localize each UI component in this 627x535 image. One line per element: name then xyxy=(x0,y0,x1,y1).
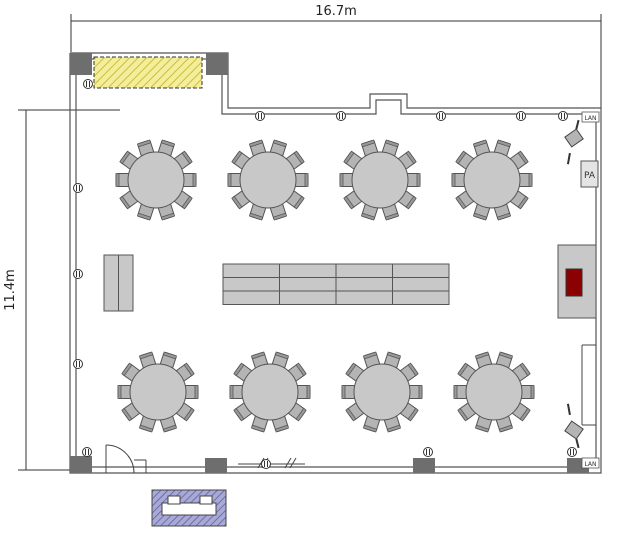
round-table-top xyxy=(465,363,523,421)
pillar-top-right-alcove xyxy=(206,53,228,75)
round-table-bottom-3 xyxy=(341,351,423,433)
outlet-icon xyxy=(567,447,577,457)
outlet-icon xyxy=(423,447,433,457)
long-table-cell xyxy=(335,277,393,292)
outlet-icon xyxy=(336,111,346,121)
round-table-top xyxy=(129,363,187,421)
entrance-mat xyxy=(151,489,227,527)
round-table-top-2 xyxy=(227,139,309,221)
long-table-cell xyxy=(335,290,393,305)
long-table-cell xyxy=(335,263,393,278)
chair xyxy=(516,173,533,187)
long-table-group xyxy=(222,263,450,305)
outlet-icon xyxy=(436,111,446,121)
podium-lectern xyxy=(565,268,583,297)
long-table-cell xyxy=(222,290,280,305)
chair xyxy=(406,385,423,399)
outlet-icon xyxy=(255,111,265,121)
outlet-icon xyxy=(73,359,83,369)
long-table-cell xyxy=(222,277,280,292)
round-table-top-4 xyxy=(451,139,533,221)
entrance-door xyxy=(105,444,147,474)
round-table-top-3 xyxy=(339,139,421,221)
round-table-bottom-1 xyxy=(117,351,199,433)
height-dimension: 11.4m xyxy=(3,109,120,471)
lan-box-top xyxy=(581,111,600,123)
width-label: 16.7m xyxy=(315,4,357,19)
round-table-bottom-4 xyxy=(453,351,535,433)
long-table-cell xyxy=(222,263,280,278)
lan-label-bottom: LAN xyxy=(584,461,596,468)
round-table-top xyxy=(241,363,299,421)
chair xyxy=(117,385,134,399)
chair xyxy=(182,385,199,399)
chair xyxy=(292,173,309,187)
pillar-bottom-right-mid xyxy=(413,458,435,473)
pillar-bottom-left xyxy=(70,456,92,473)
long-table-cell xyxy=(279,277,337,292)
round-table-top-1 xyxy=(115,139,197,221)
outlet-icon xyxy=(83,79,93,89)
outlet-icon xyxy=(516,111,526,121)
long-table-cell xyxy=(392,277,450,292)
round-table-top xyxy=(463,151,521,209)
round-table-bottom-2 xyxy=(229,351,311,433)
outlet-icon xyxy=(261,459,271,469)
outlet-icon xyxy=(73,183,83,193)
long-table-cell xyxy=(279,290,337,305)
lan-box-bottom xyxy=(581,457,600,469)
round-tables xyxy=(115,139,535,433)
chair xyxy=(453,385,470,399)
pillar-top-left xyxy=(70,53,92,75)
chair xyxy=(115,173,132,187)
right-side-equipment: PA LAN LAN xyxy=(557,111,600,469)
speaker-top-right-icon xyxy=(564,119,584,165)
round-table-top xyxy=(127,151,185,209)
pa-label: PA xyxy=(584,171,596,181)
round-table-top xyxy=(239,151,297,209)
chair xyxy=(229,385,246,399)
pillars xyxy=(70,53,589,473)
chair xyxy=(404,173,421,187)
chair xyxy=(341,385,358,399)
pillar-bottom-mid xyxy=(205,458,227,473)
pa-box xyxy=(580,160,599,188)
outlet-icon xyxy=(82,447,92,457)
speaker-bottom-right-icon xyxy=(564,403,584,449)
height-label: 11.4m xyxy=(3,269,18,311)
long-table-cell xyxy=(392,263,450,278)
chair xyxy=(227,173,244,187)
round-table-top xyxy=(353,363,411,421)
lan-label-top: LAN xyxy=(584,115,596,122)
outlet-icon xyxy=(558,111,568,121)
outlets xyxy=(73,79,577,469)
side-table-left xyxy=(103,254,134,312)
long-table-cell xyxy=(392,290,450,305)
stage-area xyxy=(93,56,203,89)
long-table-cell xyxy=(279,263,337,278)
chair xyxy=(233,362,254,383)
outlet-icon xyxy=(73,269,83,279)
round-table-top xyxy=(351,151,409,209)
